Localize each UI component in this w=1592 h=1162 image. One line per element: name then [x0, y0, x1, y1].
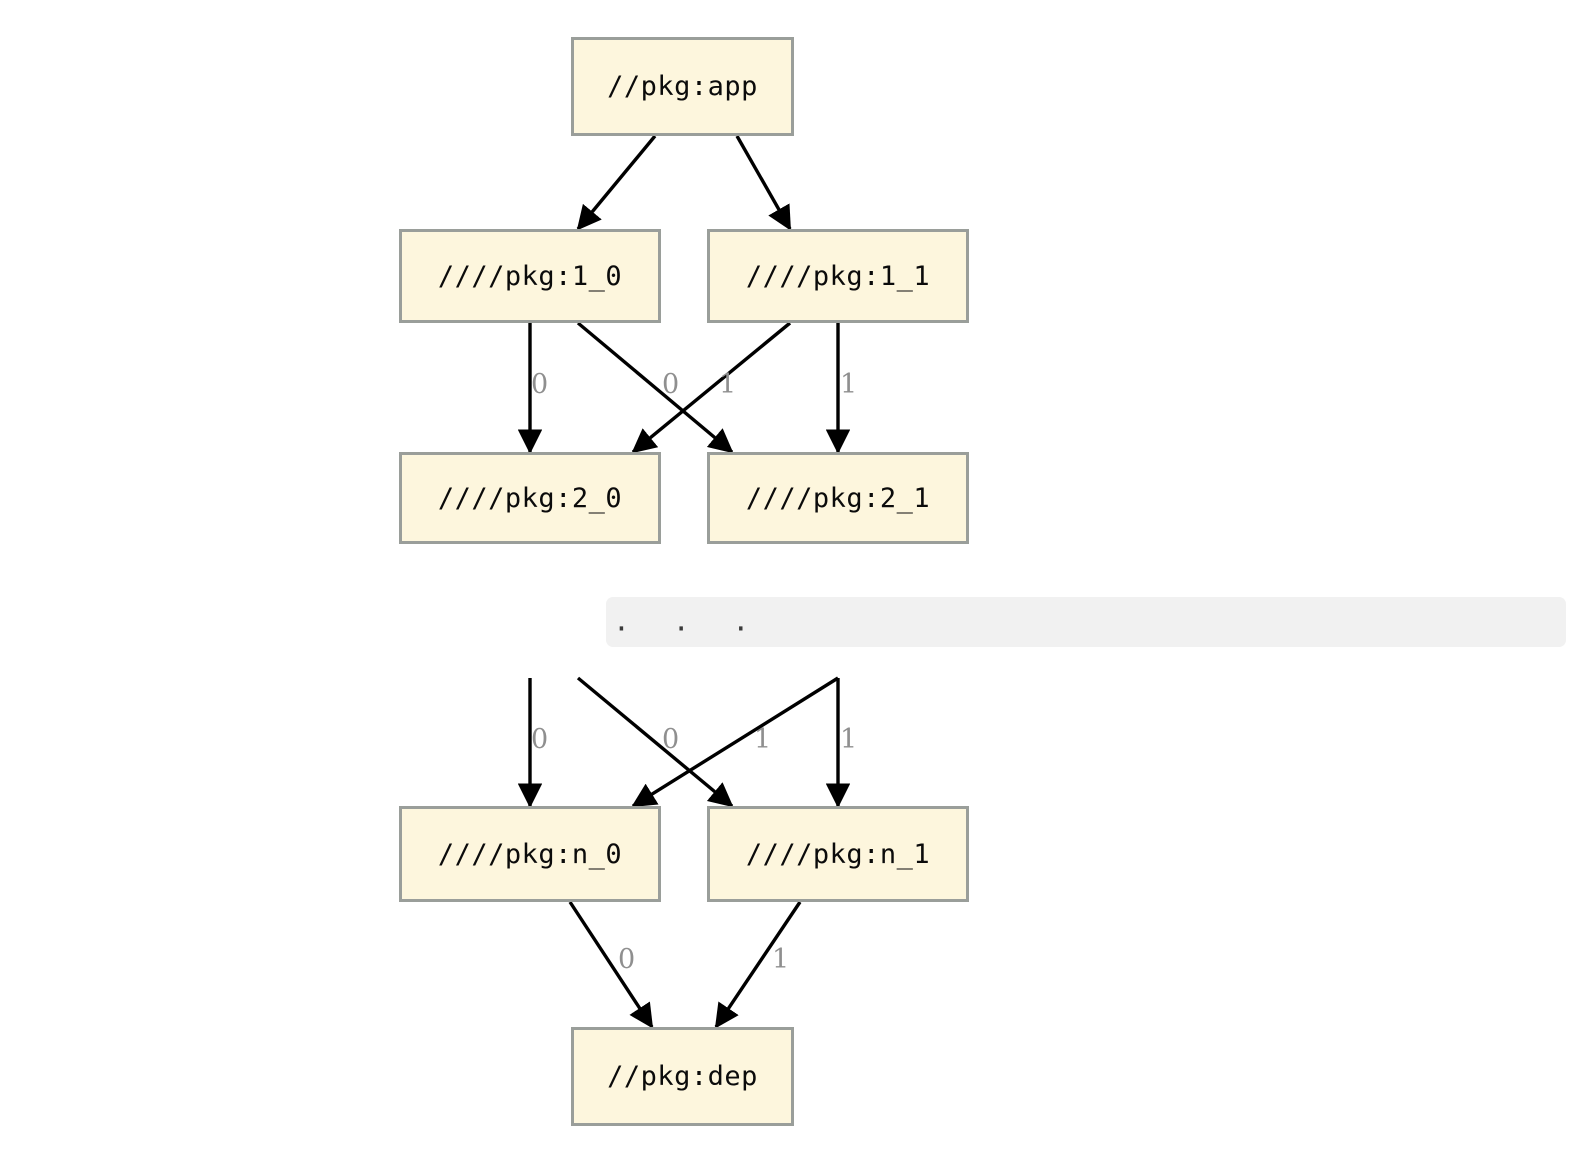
ellipsis-dots: · · · — [613, 612, 763, 645]
graph-edge-label: 0 — [662, 369, 680, 400]
graph-node-label: ////pkg:2_0 — [437, 482, 623, 514]
graph-node-ln_1[interactable]: ////pkg:n_1 — [707, 806, 969, 902]
graph-node-label: ////pkg:2_1 — [745, 482, 931, 514]
graph-edge-label: 0 — [531, 724, 549, 755]
graph-node-dep[interactable]: //pkg:dep — [571, 1027, 794, 1126]
graph-edge-label: 1 — [772, 944, 790, 975]
graph-edge-label: 0 — [662, 724, 680, 755]
graph-edge-10 — [568, 901, 654, 1029]
graph-node-l1_0[interactable]: ////pkg:1_0 — [399, 229, 661, 323]
graph-edge-3 — [576, 321, 734, 454]
graph-node-label: //pkg:app — [607, 71, 758, 102]
graph-node-ln_0[interactable]: ////pkg:n_0 — [399, 806, 661, 902]
graph-edge-1 — [735, 135, 792, 231]
graph-node-label: ////pkg:n_0 — [437, 838, 623, 870]
graph-edge-label: 1 — [754, 724, 772, 755]
graph-edge-label: 1 — [840, 724, 858, 755]
graph-edge-label: 0 — [618, 944, 636, 975]
graph-node-label: //pkg:dep — [607, 1061, 758, 1092]
graph-node-l2_1[interactable]: ////pkg:2_1 — [707, 452, 969, 544]
graph-node-label: ////pkg:n_1 — [745, 838, 931, 870]
graph-edge-4 — [631, 321, 792, 454]
graph-edge-0 — [576, 134, 657, 231]
graph-node-label: ////pkg:1_0 — [437, 260, 623, 292]
graph-edge-label: 1 — [719, 369, 737, 400]
graph-edge-label: 0 — [531, 369, 549, 400]
graph-edge-label: 1 — [840, 369, 858, 400]
graph-node-l1_1[interactable]: ////pkg:1_1 — [707, 229, 969, 323]
ellipsis-separator-band: · · · — [606, 597, 1566, 647]
graph-node-l2_0[interactable]: ////pkg:2_0 — [399, 452, 661, 544]
graph-node-app[interactable]: //pkg:app — [571, 37, 794, 136]
graph-node-label: ////pkg:1_1 — [745, 260, 931, 292]
graph-edge-7 — [576, 676, 734, 808]
